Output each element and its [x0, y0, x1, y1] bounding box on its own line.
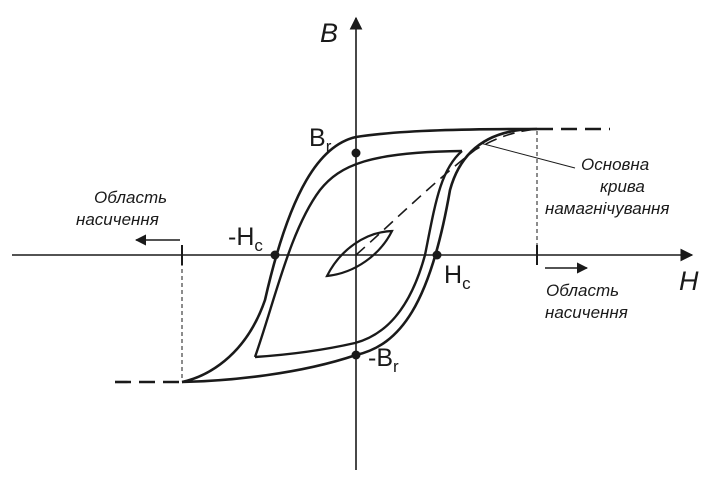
main-curve-leader [479, 142, 576, 169]
axis-label-b: B [320, 18, 338, 48]
outer-loop-lower-branch [181, 127, 538, 384]
label-remanence-pos: Br [309, 124, 332, 156]
saturation-left-line2: насичення [76, 210, 159, 229]
main-curve-line2: крива [600, 177, 645, 196]
point-remanence-pos [351, 148, 361, 158]
point-remanence-neg [351, 350, 361, 360]
point-coercive-neg [270, 250, 280, 260]
outer-loop-upper-branch [181, 127, 538, 384]
label-coercive-neg: -Hc [228, 223, 263, 255]
label-remanence-neg: -Br [368, 344, 399, 376]
axis-label-h: H [679, 266, 699, 296]
inner-loop-lower-branch [254, 150, 463, 359]
main-magnetization-curve [355, 128, 538, 256]
saturation-left-line1: Область [94, 188, 167, 207]
point-coercive-pos [432, 250, 442, 260]
main-curve-line3: намагнічування [545, 199, 669, 218]
minor-loop [325, 229, 394, 278]
saturation-right-line1: Область [546, 281, 619, 300]
saturation-right-line2: насичення [545, 303, 628, 322]
main-curve-line1: Основна [581, 155, 649, 174]
inner-loop-upper-branch [253, 149, 463, 358]
label-coercive-pos: Hc [444, 261, 471, 293]
